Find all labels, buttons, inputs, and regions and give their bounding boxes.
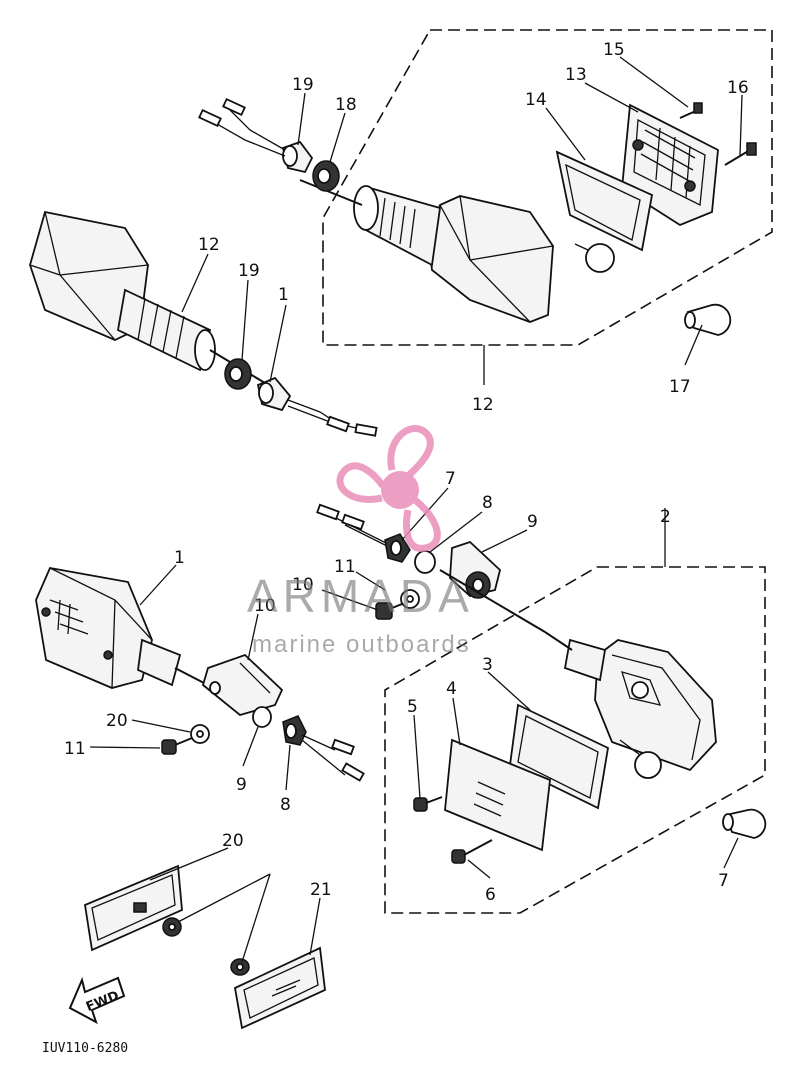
callout-15: 15: [603, 40, 625, 60]
callout-14: 14: [525, 90, 547, 110]
part-21-nut-left: [162, 917, 182, 937]
part-5-screw: [451, 839, 493, 864]
part-7-nut-top: [384, 533, 411, 563]
part-8-washer-left: [252, 706, 272, 728]
part-14-gasket: [555, 150, 654, 252]
callout-12-top: 12: [472, 395, 494, 415]
part-11-washer-bottom: [190, 724, 210, 744]
callout-11-top: 11: [334, 557, 356, 577]
callout-1-right: 2: [660, 507, 671, 527]
callout-19-top: 19: [292, 75, 314, 95]
logo-blade-right: [403, 497, 441, 552]
callout-8-top: 8: [482, 493, 493, 513]
callout-20-right: 21: [310, 880, 332, 900]
mount-stud-middle: [439, 569, 546, 633]
callout-12-left: 12: [198, 235, 220, 255]
part-4-screw: [413, 796, 443, 812]
callout-11-bot: 20: [106, 711, 128, 731]
part-2-gasket: [509, 703, 609, 810]
callout-9-top: 9: [527, 512, 538, 532]
part-15-screw: [679, 102, 703, 119]
part-3-lens: [444, 738, 551, 852]
callout-16: 16: [727, 78, 749, 98]
part-19-left-grommet: [256, 376, 292, 412]
part-9-bracket-left: [201, 653, 284, 716]
callout-4: 5: [407, 697, 418, 717]
watermark-title: ARMADA: [247, 570, 474, 622]
part-20-reflector-right: [233, 946, 326, 1030]
logo-blade-left: [336, 462, 386, 503]
callout-6: 7: [718, 871, 729, 891]
turn-signal-front-left: [35, 566, 261, 713]
part-10-bolt-bottom: [161, 737, 193, 755]
callout-10-top: 10: [292, 575, 314, 595]
assembly-boundary-12: [322, 29, 773, 346]
callout-labels: 19 18 14 13 15 16 17 12 12 19 1 7 8 9 11…: [64, 40, 749, 905]
turn-signal-rear-right: [299, 179, 554, 323]
armada-watermark: ARMADA marine outboards: [247, 425, 474, 658]
logo-blade-top: [387, 425, 434, 479]
wire-leads-left: [287, 399, 378, 437]
part-16-screw: [724, 142, 757, 166]
callout-5: 6: [485, 885, 496, 905]
callout-13: 13: [565, 65, 587, 85]
turn-signal-front-right: [544, 631, 717, 772]
callout-10-bot: 11: [64, 739, 86, 759]
callout-19-left: 1: [278, 285, 289, 305]
part-6-bulb: [722, 808, 767, 839]
callout-20-left: 20: [222, 831, 244, 851]
part-19-top-grommet: [281, 140, 314, 174]
part-7-nut-left: [282, 715, 307, 746]
drawing-code: IUV110-6280: [42, 1041, 128, 1056]
wire-leads-middle: [316, 503, 396, 551]
watermark-subtitle: marine outboards: [252, 631, 471, 658]
part-18-top-nut: [312, 160, 340, 192]
callout-9-mid: 10: [254, 596, 276, 616]
callout-7-bot: 8: [280, 795, 291, 815]
turn-signal-rear-left: [29, 210, 291, 399]
fwd-label: FWD: [84, 988, 121, 1015]
wire-leads-top: [198, 97, 286, 157]
callout-8-bot: 9: [236, 775, 247, 795]
callout-17: 17: [669, 377, 691, 397]
assembly-boundary-1: [384, 566, 766, 914]
bulb-front-inner: [619, 739, 662, 779]
armada-logo-icon: [336, 425, 441, 552]
part-18-left-nut: [224, 358, 252, 390]
part-17-bulb: [684, 303, 732, 336]
part-20-reflector-left: [84, 864, 183, 952]
part-11-washer-top: [400, 589, 420, 609]
callout-1-left: 1: [174, 548, 185, 568]
callout-3: 4: [446, 679, 457, 699]
part-21-nut-right: [230, 958, 250, 976]
fwd-arrow-icon: FWD: [68, 976, 126, 1025]
logo-hub: [381, 471, 419, 509]
part-10-bolt-top: [375, 602, 403, 620]
wire-leads-front-left: [301, 734, 365, 782]
callout-18-top: 18: [335, 95, 357, 115]
bulb-top-inner: [574, 243, 615, 273]
callout-18-left: 19: [238, 261, 260, 281]
callout-7-top: 7: [445, 469, 456, 489]
callout-2: 3: [482, 655, 493, 675]
